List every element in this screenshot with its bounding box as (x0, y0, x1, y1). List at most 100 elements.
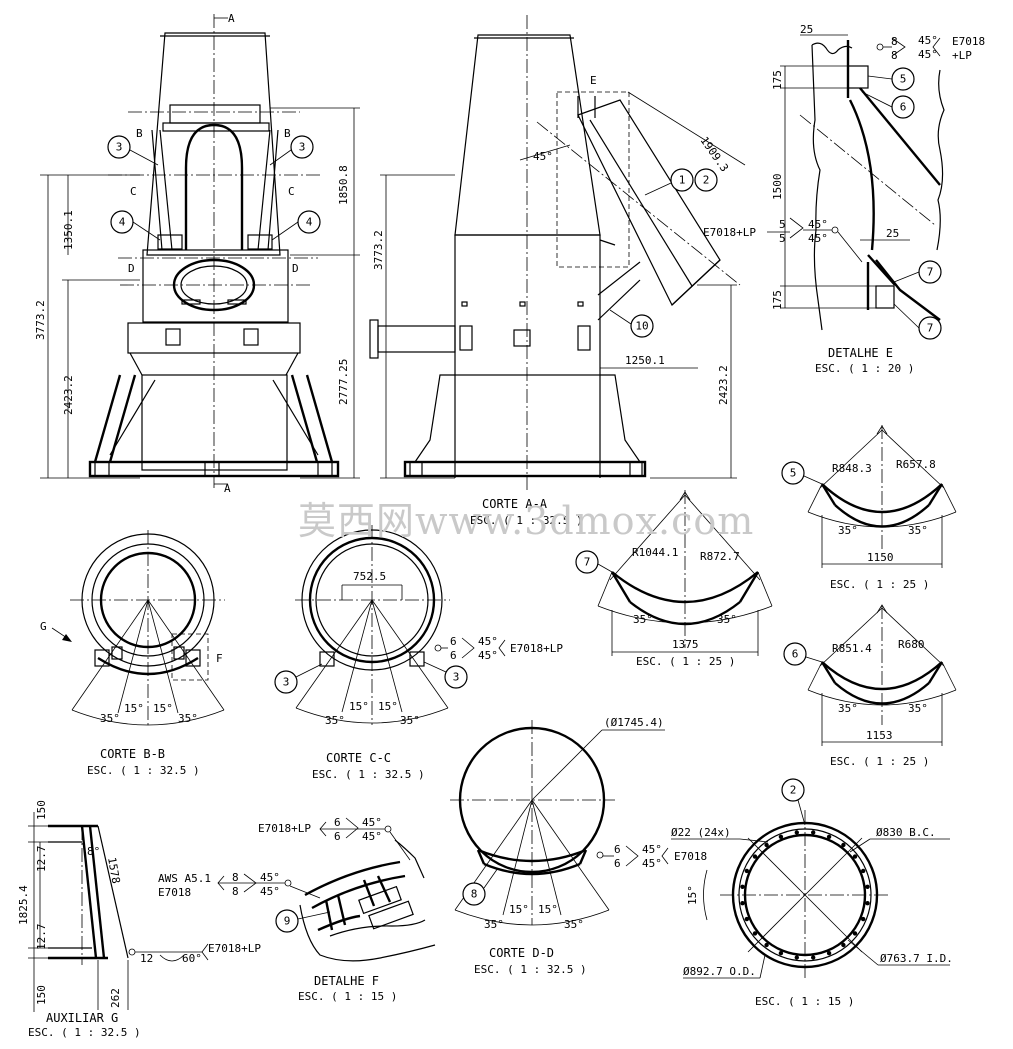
weld-g-12: 12 (140, 952, 153, 965)
angle-35-cc-right: 35° (400, 714, 420, 727)
weld-f-aws: AWS A5.1 (158, 872, 211, 885)
dim-e-175b: 175 (771, 290, 784, 310)
balloon-2-side (694, 168, 718, 192)
section-mark-d-right: D (292, 262, 299, 275)
corte-cc-view: 752.5 35° 35° 15° 15° 3 3 6 6 45° 45° E7… (274, 525, 563, 781)
balloon-6-part (783, 642, 807, 666)
angle-15-dd-left: 15° (509, 903, 529, 916)
corte-dd-title: CORTE D-D (489, 946, 554, 960)
balloon-3-cc-left (274, 670, 298, 694)
weld-f-e7018: E7018 (158, 886, 191, 899)
weld-cc-angle-top: 45° (478, 635, 498, 648)
angle-35-bb-right: 35° (178, 712, 198, 725)
balloon-1 (670, 168, 694, 192)
part-6-scale: ESC. ( 1 : 25 ) (830, 755, 929, 768)
bolt-hole (744, 868, 749, 874)
weld-e-angle-mid-top: 45° (808, 218, 828, 231)
balloon-8-label: 8 (471, 888, 478, 901)
dim-side-3773: 3773.2 (372, 230, 385, 270)
dim-g-1825: 1825.4 (17, 885, 30, 925)
dim-flange-id: Ø763.7 I.D. (880, 952, 953, 965)
balloon-4-front-left-label: 4 (119, 216, 126, 229)
dim-p7-r1: R1044.1 (632, 546, 678, 559)
balloon-2-side-label: 2 (703, 174, 710, 187)
bolt-hole (861, 868, 866, 874)
angle-35-cc-left: 35° (325, 714, 345, 727)
dim-side-2423: 2423.2 (717, 365, 730, 405)
dim-flange-holes: Ø22 (24x) (671, 826, 731, 839)
dim-c-752: 752.5 (353, 570, 386, 583)
corte-aa-scale: ESC. ( 1 : 32.5 ) (470, 514, 583, 527)
balloon-4-front-right-label: 4 (306, 216, 313, 229)
angle-45-corte-aa: 45° (533, 150, 553, 163)
angle-35-p5-right: 35° (908, 524, 928, 537)
detalhe-e-title: DETALHE E (828, 346, 893, 360)
section-mark-b-left: B (136, 127, 143, 140)
section-mark-c-left: C (130, 185, 137, 198)
dim-front-3773: 3773.2 (34, 300, 47, 340)
weld-f-angle2-bottom: 45° (260, 885, 280, 898)
dim-p7-width: 1375 (672, 638, 699, 651)
auxiliar-g-scale: ESC. ( 1 : 32.5 ) (28, 1026, 141, 1039)
weld-dd-angle-bottom: 45° (642, 857, 662, 870)
balloon-7-part-label: 7 (584, 556, 591, 569)
weld-spec-e7018lp-side: E7018+LP (703, 226, 756, 239)
weld-f-8-top: 8 (232, 871, 239, 884)
dim-flange-bc: Ø830 B.C. (876, 826, 936, 839)
bolt-hole (852, 854, 858, 859)
bolt-hole (811, 830, 816, 835)
bolt-hole (794, 830, 799, 835)
balloon-7-part (575, 550, 599, 574)
section-mark-f: F (216, 652, 223, 665)
corte-dd-scale: ESC. ( 1 : 32.5 ) (474, 963, 587, 976)
bolt-hole (861, 916, 866, 922)
dim-p7-r2: R872.7 (700, 550, 740, 563)
section-mark-a-bottom: A (224, 482, 231, 495)
weld-f-8-bottom: 8 (232, 885, 239, 898)
balloon-8 (462, 882, 486, 906)
dim-dd-diameter: (Ø1745.4) (604, 716, 664, 729)
balloon-3-front-left (107, 135, 131, 159)
weld-cc-6-bottom: 6 (450, 649, 457, 662)
balloon-3-cc-right-label: 3 (453, 671, 460, 684)
bolt-hole (852, 931, 858, 936)
detalhe-f-scale: ESC. ( 1 : 15 ) (298, 990, 397, 1003)
dim-p6-width: 1153 (866, 729, 893, 742)
detalhe-e-scale: ESC. ( 1 : 20 ) (815, 362, 914, 375)
dim-g-150b: 150 (35, 985, 48, 1005)
bolt-hole (778, 951, 784, 956)
dim-p5-width: 1150 (867, 551, 894, 564)
angle-35-dd-left: 35° (484, 918, 504, 931)
weld-dd-6-top: 6 (614, 843, 621, 856)
part-6-view: R851.4 R680 35° 35° 1153 6 ESC. ( 1 : 25… (783, 604, 957, 768)
bolt-hole (752, 931, 758, 936)
bolt-hole (764, 942, 769, 948)
balloon-3-cc-right (444, 665, 468, 689)
balloon-5-e-label: 5 (900, 73, 907, 86)
angle-15-bb-right: 15° (153, 702, 173, 715)
bolt-hole (752, 854, 758, 859)
angle-15-cc-right: 15° (378, 700, 398, 713)
detalhe-e-view: 175 25 1500 175 25 5 6 7 7 8 (771, 23, 985, 375)
balloon-10-label: 10 (635, 320, 648, 333)
part-5-view: R848.3 R657.8 35° 35° 1150 5 ESC. ( 1 : … (781, 425, 957, 591)
corte-dd-view: (Ø1745.4) 35° 35° 15° 15° 8 6 6 45° 45° … (450, 716, 707, 976)
balloon-9 (275, 909, 299, 933)
balloon-2-flange (781, 778, 805, 802)
section-mark-g: G (40, 620, 47, 633)
bolt-hole (865, 884, 870, 889)
corte-cc-scale: ESC. ( 1 : 32.5 ) (312, 768, 425, 781)
corte-aa-view: E 45° 1909.3 3773.2 1250.1 2423.2 1 2 10… (369, 15, 790, 527)
dim-p6-r2: R680 (898, 638, 925, 651)
weld-f-angle2-top: 45° (260, 871, 280, 884)
angle-35-p6-right: 35° (908, 702, 928, 715)
part-5-scale: ESC. ( 1 : 25 ) (830, 578, 929, 591)
weld-dd-6-bottom: 6 (614, 857, 621, 870)
balloon-3-front-left-label: 3 (116, 141, 123, 154)
section-mark-a-top: A (228, 12, 235, 25)
dim-e-25b: 25 (886, 227, 899, 240)
angle-35-p7-left: 35° (633, 613, 653, 626)
balloon-2-flange-label: 2 (790, 784, 797, 797)
bolt-hole (826, 951, 832, 956)
auxiliar-g-view: 150 12.7 1825.4 12.7 150 1578 8° 262 12 … (17, 800, 261, 1039)
